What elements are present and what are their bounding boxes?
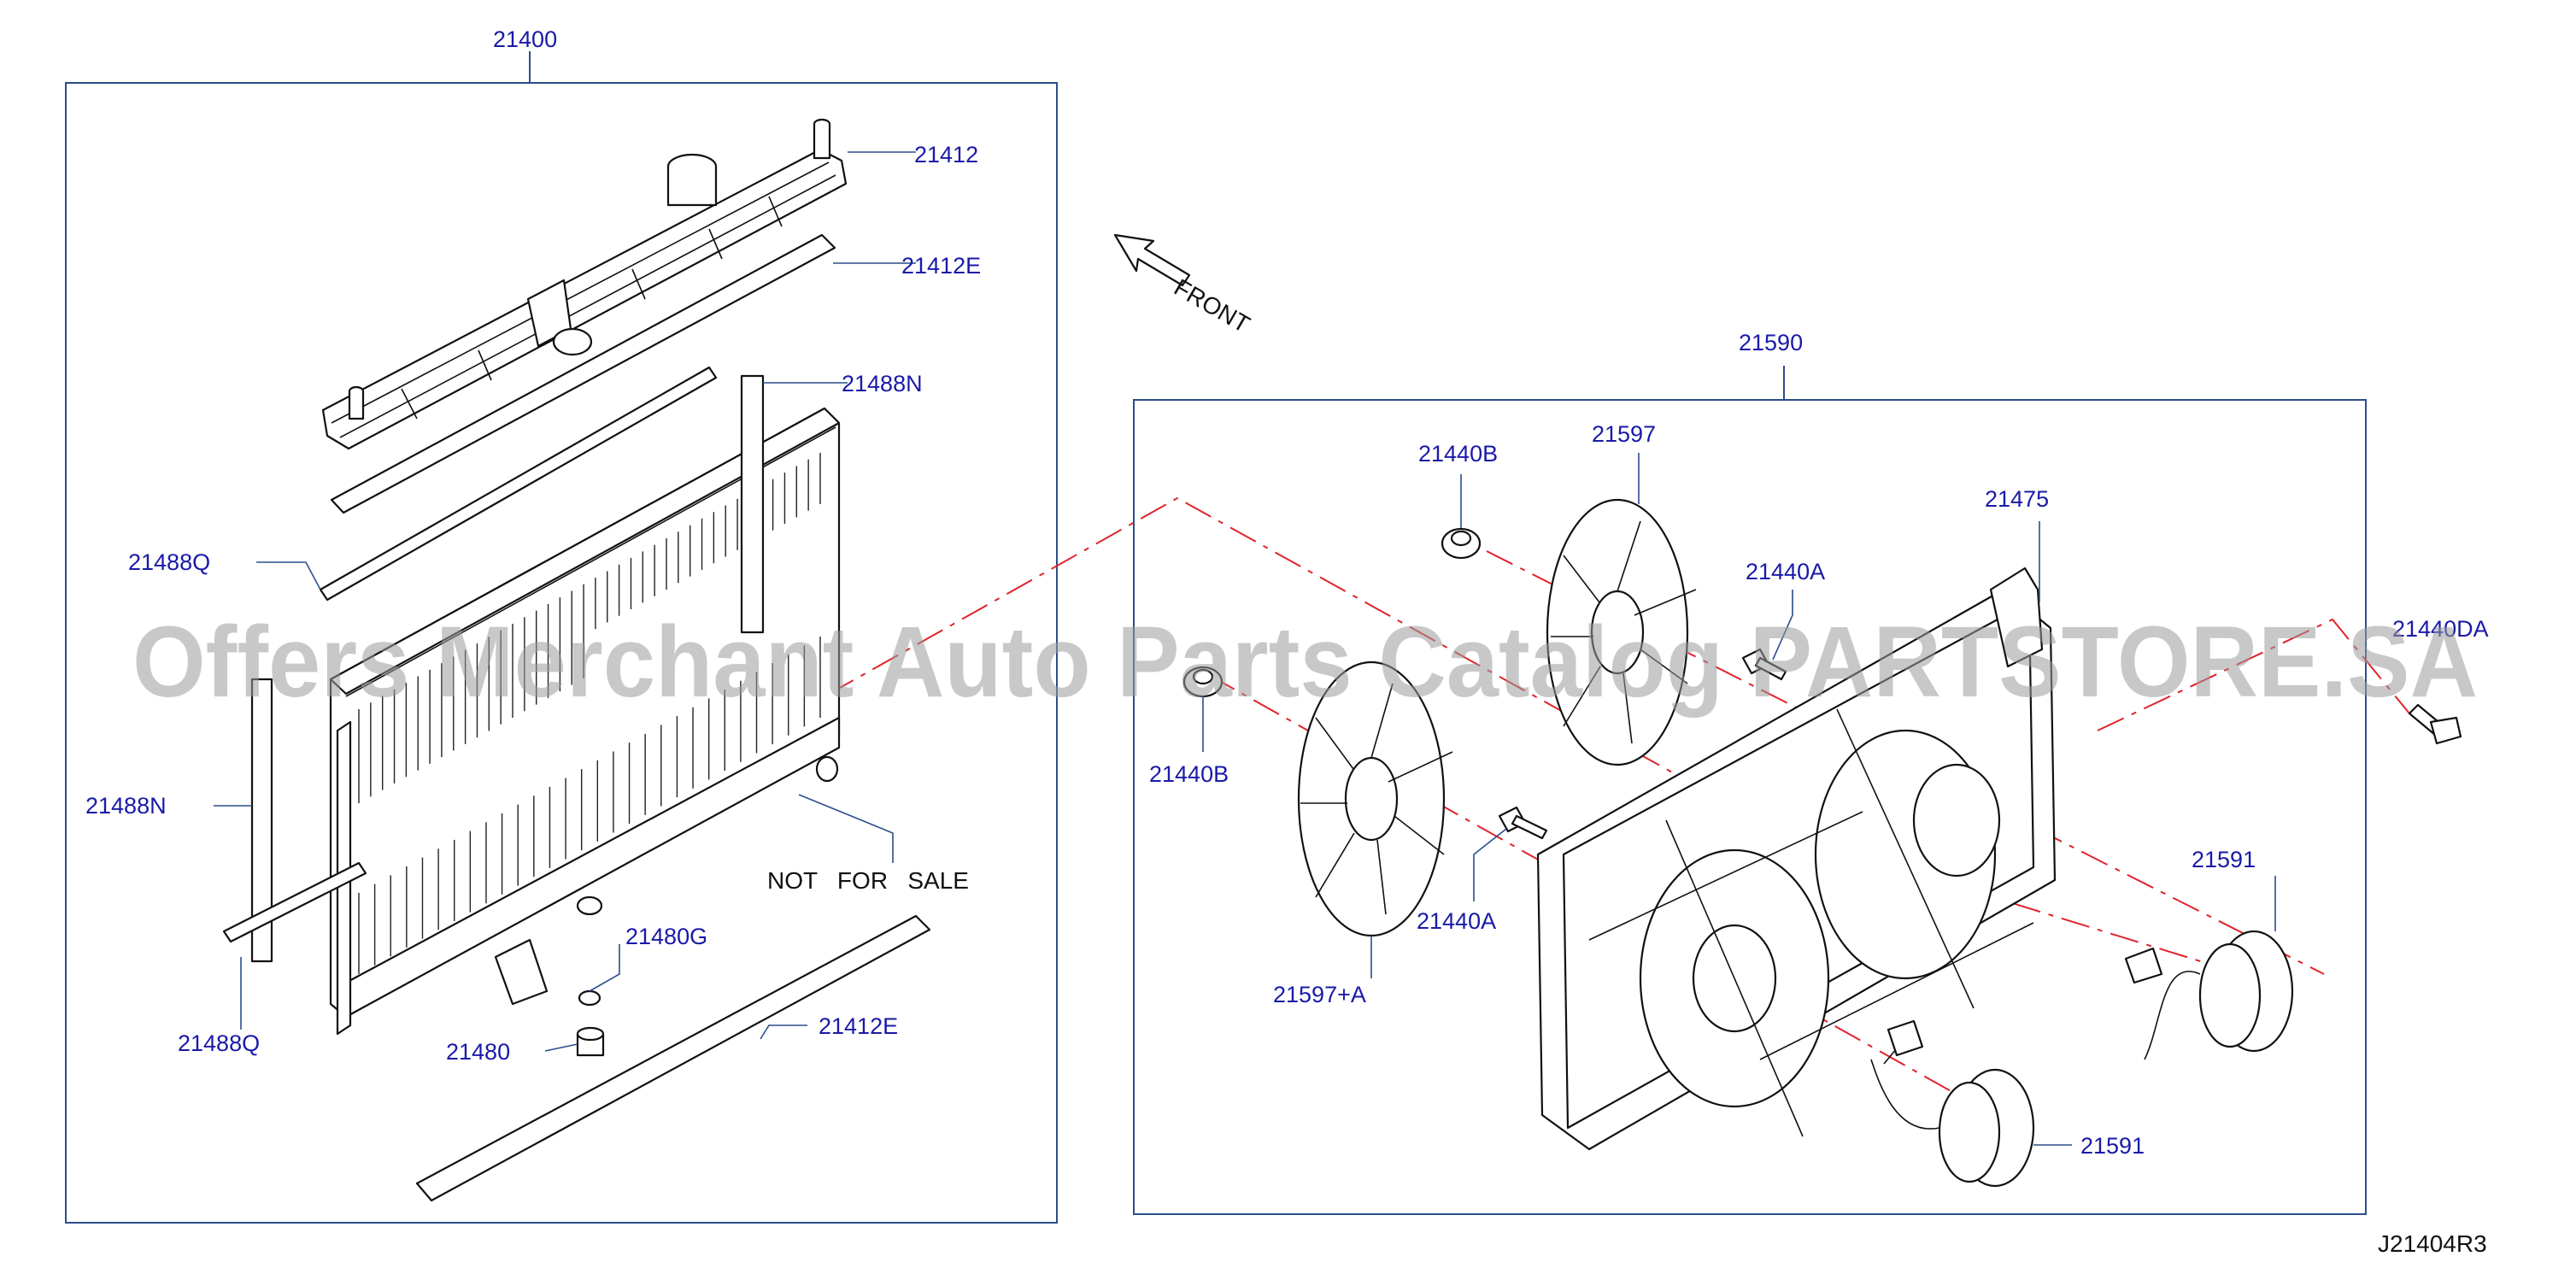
label-21440a-bottom: 21440A <box>1417 908 1496 934</box>
bolt-a-bottom <box>1498 806 1548 840</box>
fan-shroud <box>1536 566 2057 1151</box>
mount-strip-bottom-left <box>222 861 367 943</box>
label-21480: 21480 <box>446 1039 510 1065</box>
label-21400: 21400 <box>493 26 557 52</box>
label-21597: 21597 <box>1592 421 1656 447</box>
label-21412e-top: 21412E <box>901 253 981 279</box>
mount-rubber-right <box>740 374 765 634</box>
label-21440a-top: 21440A <box>1746 559 1825 584</box>
fan-motor-bottom <box>1870 1019 2035 1188</box>
label-21440b-left: 21440B <box>1149 761 1229 787</box>
label-21440b-top: 21440B <box>1418 441 1498 467</box>
label-21488q-bottom: 21488Q <box>178 1030 260 1056</box>
bolt-a-top <box>1741 648 1787 681</box>
label-21475: 21475 <box>1985 486 2049 512</box>
fan-assembly-frame <box>1133 399 2367 1215</box>
nut-left <box>1182 666 1223 698</box>
label-21488n-left: 21488N <box>85 793 167 819</box>
upper-tank-seal <box>330 233 836 514</box>
radiator-core <box>329 407 841 1036</box>
nut-top <box>1441 527 1482 560</box>
front-arrow-icon <box>1113 233 1191 287</box>
label-21488n-right: 21488N <box>842 371 923 396</box>
watermark: Offers Merchant Auto Parts Catalog PARTS… <box>132 606 2478 719</box>
drain-plug <box>576 1026 605 1057</box>
label-21412e-bottom: 21412E <box>819 1013 898 1039</box>
label-21597a: 21597+A <box>1273 982 1366 1007</box>
drawing-id: J21404R3 <box>2378 1230 2487 1257</box>
label-21440da: 21440DA <box>2392 616 2489 642</box>
mount-strip-top-left <box>319 366 718 602</box>
fan-blade-upper <box>1546 498 1697 766</box>
fan-blade-lower <box>1297 660 1453 937</box>
not-for-sale-label: NOT FOR SALE <box>767 867 969 894</box>
mount-rubber-left <box>250 678 273 963</box>
radiator-assembly-frame <box>65 82 1058 1224</box>
label-21488q-top: 21488Q <box>128 549 210 575</box>
fan-motor-right <box>2124 930 2294 1060</box>
label-21590: 21590 <box>1739 330 1803 355</box>
label-21480g: 21480G <box>625 924 707 949</box>
centerline-right <box>2097 618 2410 731</box>
label-21412: 21412 <box>914 142 978 167</box>
radiator-upper-tank <box>321 118 848 450</box>
drain-seal <box>578 989 601 1007</box>
front-label: FRONT <box>1170 273 1254 338</box>
bolt-da <box>2408 703 2462 745</box>
label-21591-right: 21591 <box>2192 847 2256 872</box>
lower-tank-seal <box>415 914 931 1202</box>
label-21591-bottom: 21591 <box>2080 1133 2145 1159</box>
